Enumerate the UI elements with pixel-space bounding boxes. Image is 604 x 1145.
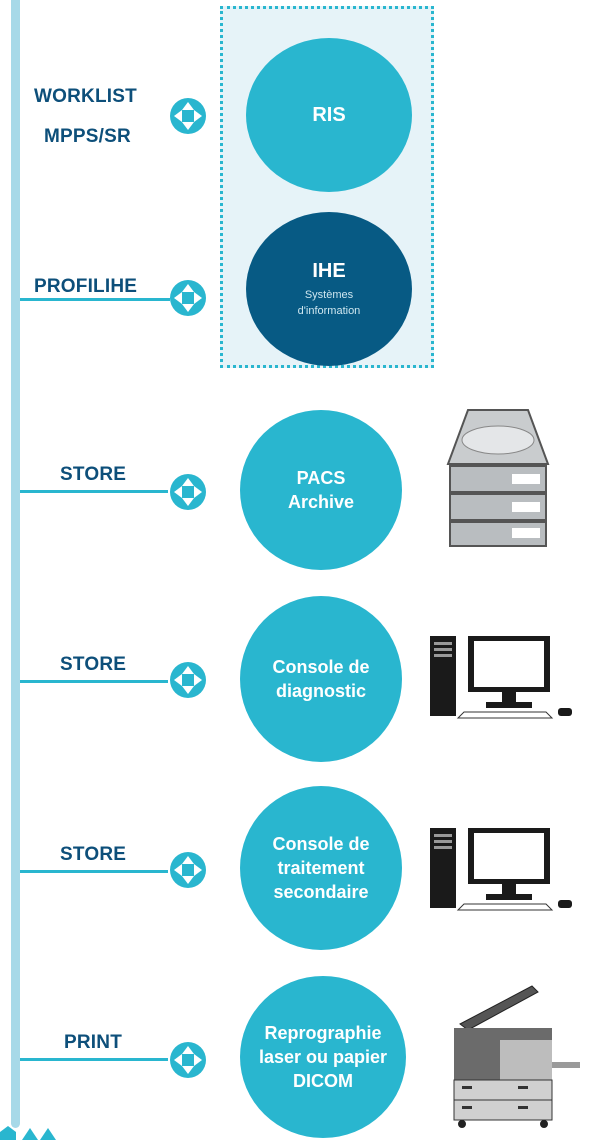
- aperture-icon: [168, 472, 208, 512]
- workstation-icon: [428, 824, 578, 914]
- store-label: STORE: [60, 844, 127, 865]
- connector-line: [20, 1058, 168, 1061]
- reprographie-line-2: laser ou papier: [258, 1047, 388, 1067]
- pacs-line-2: Archive: [287, 492, 355, 512]
- partial-logo: [0, 1126, 80, 1140]
- server-icon: [446, 406, 550, 548]
- aperture-icon: [168, 1040, 208, 1080]
- store-label: STORE: [60, 464, 127, 485]
- traitement-circle[interactable]: Console de traitement secondaire: [240, 786, 402, 950]
- reprographie-circle[interactable]: Reprographie laser ou papier DICOM: [240, 976, 406, 1138]
- connector-line: [20, 490, 168, 493]
- connector-line: [20, 298, 170, 301]
- connector-line: [20, 870, 168, 873]
- ihe-title: IHE: [312, 260, 346, 282]
- traitement-line-2: traitement: [277, 858, 365, 878]
- diagnostic-line-1: Console de: [272, 657, 370, 677]
- ihe-circle[interactable]: IHE Systèmes d'information: [246, 212, 412, 366]
- aperture-icon: [168, 660, 208, 700]
- network-spine: [11, 0, 20, 1128]
- reprographie-line-3: DICOM: [293, 1071, 353, 1091]
- printer-icon: [446, 982, 582, 1130]
- traitement-line-1: Console de: [272, 834, 370, 854]
- aperture-icon: [168, 278, 208, 318]
- reprographie-line-1: Reprographie: [264, 1023, 382, 1043]
- profilihe-label: PROFILIHE: [34, 276, 138, 297]
- pacs-line-1: PACS: [296, 468, 346, 488]
- mpps-sr-label: MPPS/SR: [44, 126, 131, 147]
- aperture-icon: [168, 850, 208, 890]
- workstation-icon: [428, 632, 578, 722]
- diagnostic-circle[interactable]: Console de diagnostic: [240, 596, 402, 762]
- ris-title: RIS: [312, 104, 346, 126]
- traitement-line-3: secondaire: [273, 882, 369, 902]
- ihe-subtitle-2: d'information: [297, 305, 361, 317]
- pacs-circle[interactable]: PACS Archive: [240, 410, 402, 570]
- worklist-label: WORKLIST: [34, 86, 137, 107]
- diagnostic-line-2: diagnostic: [275, 681, 366, 701]
- connector-line: [20, 680, 168, 683]
- store-label: STORE: [60, 654, 127, 675]
- aperture-icon: [168, 96, 208, 136]
- ris-circle[interactable]: RIS: [246, 38, 412, 192]
- ihe-subtitle-1: Systèmes: [304, 289, 354, 301]
- print-label: PRINT: [64, 1032, 122, 1053]
